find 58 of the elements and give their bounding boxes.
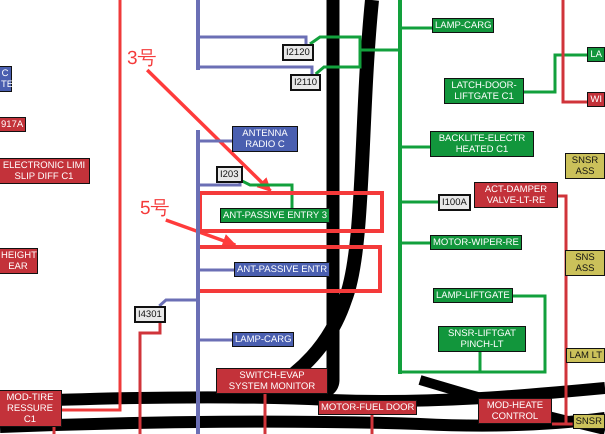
splice-label: I2120: [282, 44, 314, 61]
connector-label: LAMP-CARG: [432, 18, 494, 33]
connector-label: LATCH-DOOR- LIFTGATE C1: [444, 78, 524, 104]
wire: [200, 183, 242, 186]
connector-label: ANT-PASSIVE ENTRY 3: [220, 208, 330, 223]
connector-label: BACKLITE-ELECTR HEATED C1: [430, 131, 534, 157]
wire: [200, 66, 314, 74]
wire: [402, 352, 482, 374]
wire: [200, 140, 232, 142]
highlight-frame: [198, 191, 384, 233]
wire: [200, 268, 234, 272]
connector-label: ANTENNA RADIO C: [232, 126, 298, 152]
connector-label: MOTOR-WIPER-RE: [430, 235, 522, 250]
wire: [524, 54, 588, 94]
connector-label: WI: [587, 92, 605, 107]
splice-label: I4301: [134, 306, 166, 323]
wire: [402, 242, 430, 244]
connector-label: ANT-PASSIVE ENTR: [234, 262, 330, 277]
arrow: [146, 68, 272, 192]
bus-bar: [196, 130, 200, 434]
connector-label: ACT-DAMPER VALVE-LT-RE: [474, 182, 558, 208]
connector-label: HEIGHT EAR: [0, 248, 38, 274]
connector-label: LA: [587, 47, 605, 62]
wire: [402, 26, 432, 30]
splice-label: I203: [216, 166, 242, 183]
wire: [242, 180, 294, 208]
bus-bar: [196, 0, 200, 70]
connector-label: LAMP-CARG: [232, 332, 294, 347]
connector-label: SNSR: [572, 414, 605, 429]
wire: [562, 0, 588, 104]
connector-label: MOTOR-FUEL DOOR: [318, 400, 418, 415]
wire: [264, 394, 266, 434]
connector-label: ELECTRONIC LIMI SLIP DIFF C1: [0, 158, 90, 184]
wire: [402, 200, 438, 204]
wire: [138, 323, 162, 434]
wire: [314, 48, 398, 76]
wire: [200, 338, 232, 342]
arrow: [165, 218, 237, 248]
wire: [200, 36, 308, 44]
connector-label: SNSR-LIFTGAT PINCH-LT: [438, 326, 526, 352]
wire: [158, 298, 196, 308]
connector-label: SNSR ASS: [565, 153, 605, 179]
connector-label: LAM LT: [566, 348, 605, 363]
connector-label: SWITCH-EVAP SYSTEM MONITOR: [216, 368, 328, 394]
annotation-text: 3号: [127, 48, 157, 70]
wire: [402, 146, 430, 148]
wire: [52, 427, 56, 434]
connector-label: MOD-TIRE RESSURE C1: [0, 390, 62, 427]
splice-label: I2110: [290, 74, 322, 91]
splice-label: I100A: [438, 194, 471, 211]
wire: [370, 415, 374, 434]
connector-label: 917A: [0, 117, 26, 132]
wire: [62, 0, 122, 412]
bus-bar: [398, 0, 402, 374]
connector-label: SNS ASS: [565, 250, 605, 276]
connector-label: MOD-HEATE CONTROL: [478, 398, 552, 424]
annotation-text: 5号: [140, 198, 170, 220]
connector-label: LAMP-LIFTGATE: [433, 288, 513, 303]
